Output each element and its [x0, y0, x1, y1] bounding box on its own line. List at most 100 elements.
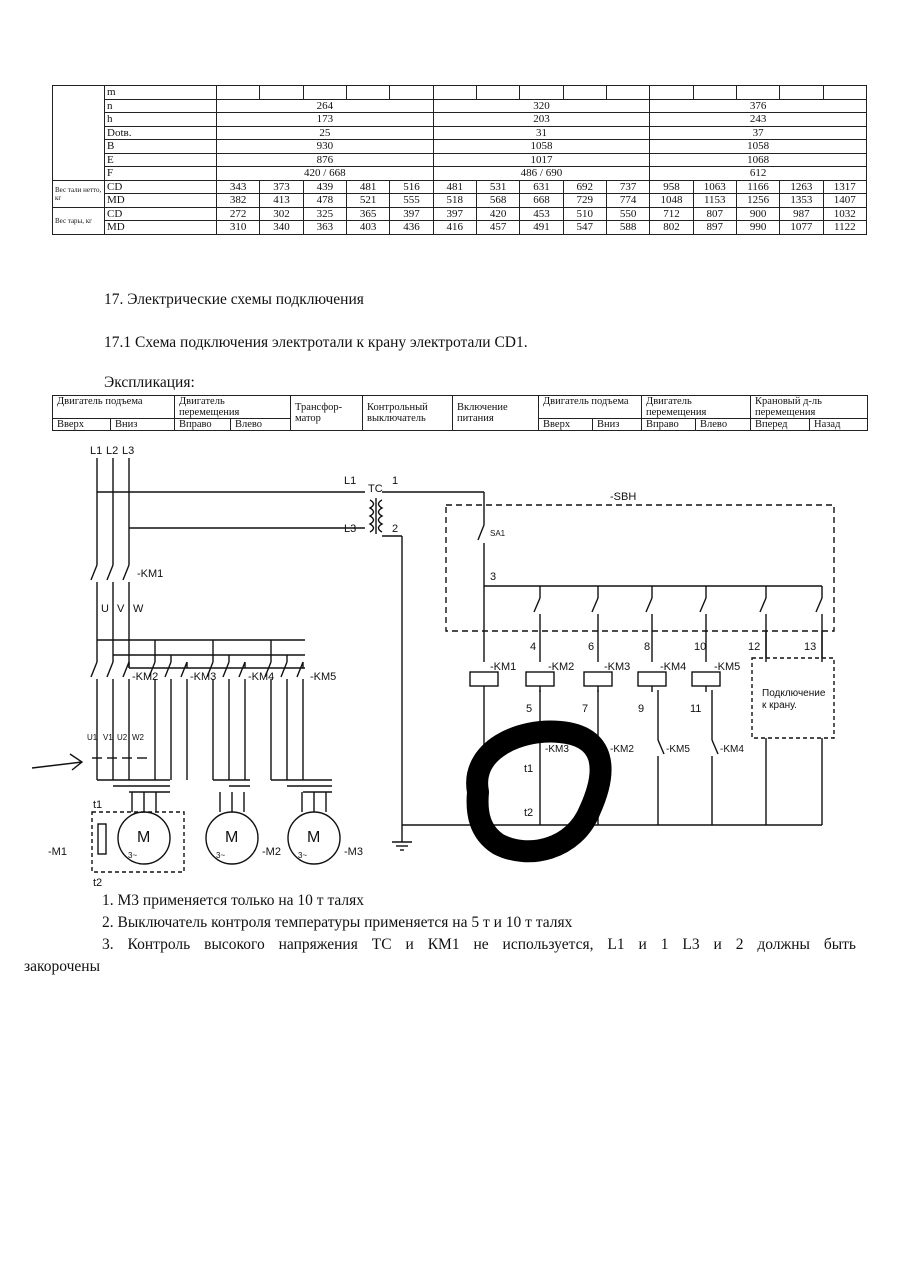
dims-cell: 486 / 690 — [432, 166, 651, 181]
weight-cell: 1153 — [692, 193, 737, 208]
pushbutton-icon — [699, 597, 707, 613]
thermal-t1-ctrl: t1 — [524, 763, 533, 775]
section-title: 17. Электрические схемы подключения — [104, 291, 364, 308]
weight-cell: 588 — [605, 220, 651, 235]
dims-cell — [692, 85, 737, 100]
pushbutton-icon — [815, 597, 823, 613]
thermal-t1: t1 — [93, 799, 102, 811]
note-1: 1. М3 применяется только на 10 т талях — [102, 892, 365, 909]
dims-cell: 376 — [649, 98, 867, 113]
label-km3-main: -KM3 — [190, 671, 216, 683]
weight-cell: 1317 — [822, 179, 868, 194]
weight-cell: 550 — [605, 206, 651, 221]
term-u2: U2 — [117, 733, 128, 742]
node-7: 7 — [582, 703, 588, 715]
contactor-contact-icon — [90, 661, 98, 678]
node-9: 9 — [638, 703, 644, 715]
coil-km2: -KM2 — [548, 661, 574, 673]
dims-cell — [649, 85, 694, 100]
coil-km5: -KM5 — [714, 661, 740, 673]
weight-cell: 478 — [302, 193, 347, 208]
weight-cell: 272 — [215, 206, 261, 221]
sbh-label: -SBH — [610, 491, 636, 503]
dims-row-label: h — [104, 112, 217, 127]
node-13: 13 — [804, 641, 816, 653]
node-4: 4 — [530, 641, 536, 653]
contactor-contact-icon — [280, 661, 288, 678]
coil-icon — [583, 671, 613, 687]
weight-cell: 1256 — [735, 193, 781, 208]
weight-cell: 1063 — [692, 179, 737, 194]
dims-row: m — [52, 85, 868, 181]
contactor-contact-icon — [222, 661, 230, 678]
weight-cell: 802 — [649, 220, 694, 235]
coil-icon — [691, 671, 721, 687]
weight-cell: 1407 — [822, 193, 868, 208]
expl-down-2: Вниз — [592, 418, 643, 431]
contactor-contact-icon — [122, 661, 130, 678]
node-3: 3 — [490, 571, 496, 583]
weight-cell: 403 — [345, 220, 391, 235]
crane-connection-box — [751, 657, 835, 739]
weight-cell: 668 — [519, 193, 564, 208]
dims-cell — [779, 85, 824, 100]
weight-row-label: CD — [104, 179, 217, 194]
interlock-km2: -KM2 — [610, 744, 634, 755]
dims-row-label: m — [104, 85, 217, 100]
weight-cell: 302 — [259, 206, 304, 221]
weight-cell: 325 — [302, 206, 347, 221]
pushbutton-icon — [759, 597, 767, 613]
motor-m2-label: -M2 — [262, 846, 281, 858]
coil-km1: -KM1 — [490, 661, 516, 673]
weight-cell: 343 — [215, 179, 261, 194]
weight-cell: 436 — [389, 220, 434, 235]
weight-cell: 547 — [562, 220, 607, 235]
label-km5-main: -KM5 — [310, 671, 336, 683]
contactor-contact-icon — [164, 661, 172, 678]
phase-label-l1: L1 — [90, 445, 102, 457]
dims-cell: 1017 — [432, 152, 651, 167]
contactor-contact-icon — [296, 661, 304, 678]
dims-cell: 320 — [432, 98, 651, 113]
weight-cell: 481 — [432, 179, 477, 194]
term-v1: V1 — [103, 733, 113, 742]
weight-cell: 363 — [302, 220, 347, 235]
weight-cell: 692 — [562, 179, 607, 194]
tc-pin-l3: L3 — [344, 523, 356, 535]
weight-cell: 491 — [519, 220, 564, 235]
motor-m2-icon — [205, 811, 259, 865]
dims-cell — [259, 85, 304, 100]
dims-cell — [345, 85, 391, 100]
pushbutton-icon — [591, 597, 599, 613]
weight-group-label: Вес тары, кг — [52, 206, 105, 235]
dims-cell: 203 — [432, 112, 651, 127]
sbh-box — [445, 504, 835, 632]
weight-row-label: CD — [104, 206, 217, 221]
dims-cell: 1068 — [649, 152, 867, 167]
label-km1-main: -KM1 — [137, 568, 163, 580]
expl-crane-motor: Крановый д-ль перемещения — [750, 395, 869, 419]
weight-cell: 521 — [345, 193, 391, 208]
expl-transformer: Трансфор-матор — [290, 395, 364, 431]
weight-cell: 631 — [519, 179, 564, 194]
term-w2: W2 — [132, 733, 145, 742]
weight-cell: 990 — [735, 220, 781, 235]
dims-cell — [475, 85, 521, 100]
weight-cell: 416 — [432, 220, 477, 235]
motor-m1-label: -M1 — [48, 846, 67, 858]
explication-table: Двигатель подъема Двигатель перемещения … — [51, 395, 869, 431]
weight-cell: 397 — [432, 206, 477, 221]
weight-cell: 987 — [779, 206, 824, 221]
label-u: U — [101, 603, 109, 615]
weight-cell: 1032 — [822, 206, 868, 221]
dims-cell — [562, 85, 607, 100]
weight-cell: 555 — [389, 193, 434, 208]
expl-left-2: Влево — [695, 418, 752, 431]
motor-m3-label: -M3 — [344, 846, 363, 858]
expl-travel-motor-1: Двигатель перемещения — [174, 395, 292, 419]
expl-control-switch: Контрольный выключатель — [362, 395, 454, 431]
